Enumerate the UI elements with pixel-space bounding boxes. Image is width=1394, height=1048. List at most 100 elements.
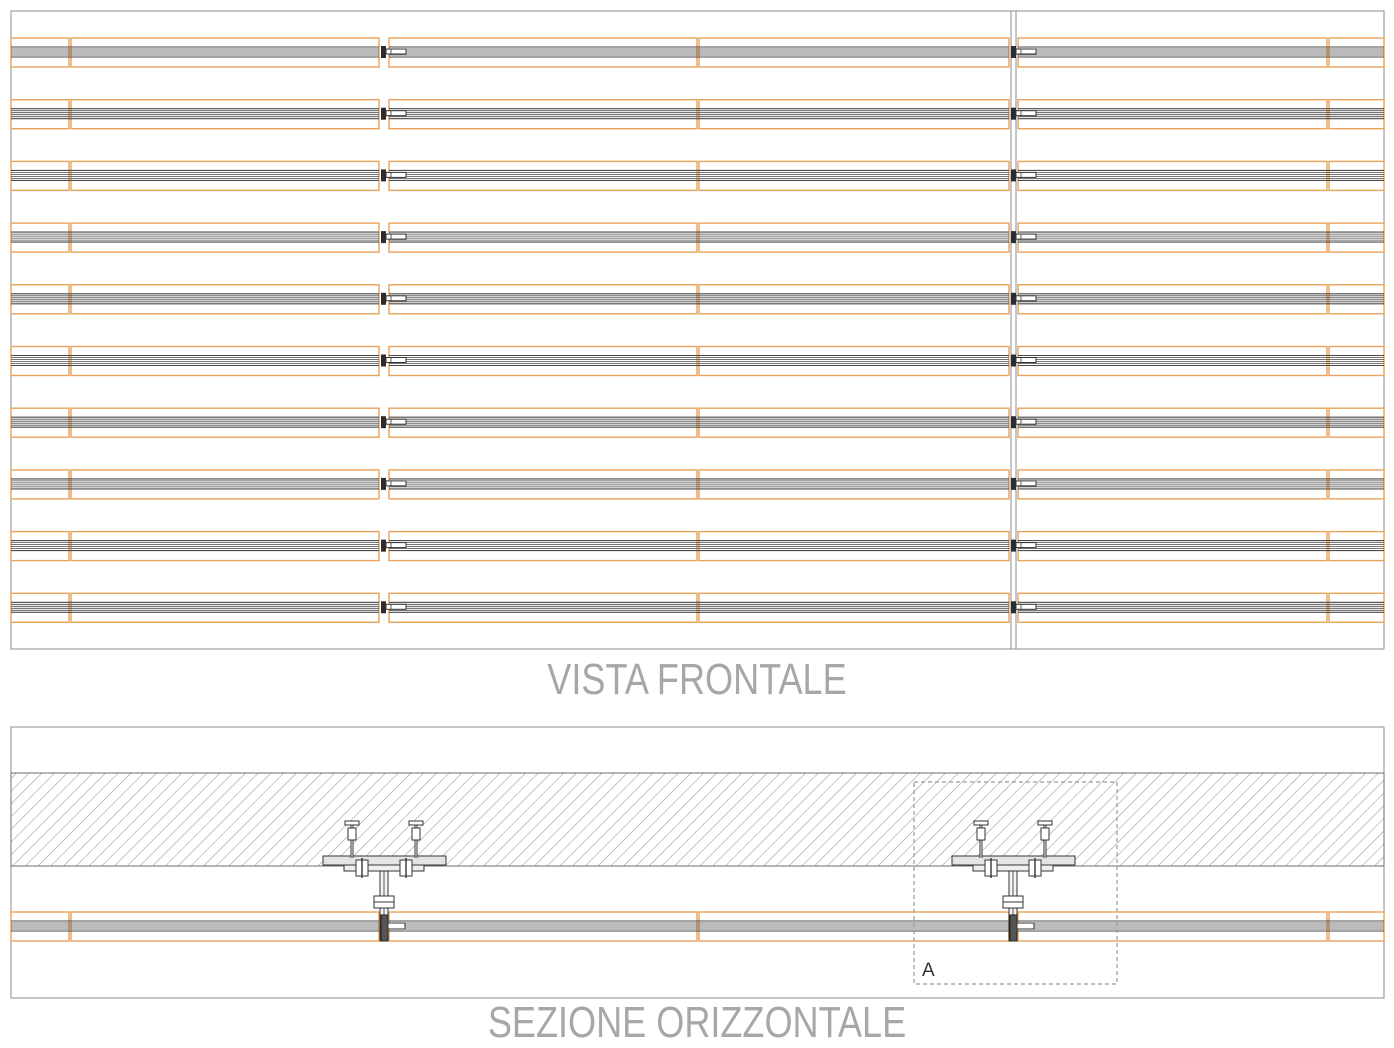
wood-board: [1328, 911, 1385, 942]
bolt-washer: [344, 820, 360, 826]
anchor-bolt: [408, 820, 424, 858]
wood-board: [70, 469, 380, 500]
wood-board: [698, 160, 1010, 192]
wood-board: [698, 407, 1010, 438]
wood-board: [698, 284, 1010, 315]
wood-board: [1017, 911, 1328, 942]
wood-board: [70, 345, 380, 377]
clip-body: [381, 539, 386, 552]
clip-tab: [385, 542, 407, 549]
bracket-base-plate: [951, 855, 1076, 866]
clip-tab: [1015, 480, 1037, 487]
clip-tab: [385, 357, 407, 363]
wood-board: [1017, 37, 1328, 68]
connector-clip: [381, 46, 407, 58]
wood-board: [1017, 345, 1328, 377]
front-view-elevation: [10, 10, 1385, 650]
detail-callout-label: A: [922, 960, 935, 981]
wood-board: [1328, 222, 1385, 253]
connector-clip: [381, 601, 407, 614]
clip-body: [1011, 539, 1016, 552]
anchor-bolt: [344, 820, 360, 858]
clip-body: [1011, 46, 1016, 58]
bolt-washer: [1037, 820, 1053, 826]
clip-body: [381, 416, 386, 429]
slat-row: [10, 284, 1385, 315]
slat-row: [10, 592, 1385, 623]
wood-board: [388, 345, 698, 377]
wood-board: [698, 222, 1010, 253]
wood-board: [698, 530, 1010, 562]
slat-row: [10, 911, 1385, 942]
wood-board: [698, 37, 1010, 68]
slat-clip-tab: [1016, 922, 1035, 930]
wood-board: [70, 222, 380, 253]
wood-board: [388, 222, 698, 253]
wood-board: [1017, 407, 1328, 438]
wood-board: [1017, 222, 1328, 253]
slat-row: [10, 222, 1385, 253]
connector-clip: [1011, 477, 1037, 490]
wood-board: [70, 284, 380, 315]
connector-clip: [1011, 601, 1037, 614]
connector-clip: [381, 107, 407, 120]
wood-board: [698, 592, 1010, 623]
slat-clip: [380, 914, 389, 942]
wood-board: [1328, 37, 1385, 68]
wood-board: [698, 98, 1010, 130]
clip-tab: [1015, 542, 1037, 549]
wood-board: [1328, 98, 1385, 130]
connector-clip: [381, 354, 407, 367]
connector-clip: [381, 416, 407, 429]
wood-board: [70, 37, 380, 68]
wood-board: [1328, 530, 1385, 562]
detail-callout-box: [913, 781, 1118, 985]
slat-row: [10, 469, 1385, 500]
clip-tab: [1015, 603, 1037, 610]
wood-board: [1017, 530, 1328, 562]
slat-row: [10, 98, 1385, 130]
clip-tab: [385, 603, 407, 610]
wood-board: [388, 407, 698, 438]
bolt-nut: [976, 827, 986, 841]
wood-board: [10, 345, 70, 377]
wood-board: [1328, 592, 1385, 623]
wood-board: [698, 345, 1010, 377]
hatched-wall: [10, 772, 1385, 867]
connector-clip: [1011, 46, 1037, 58]
wood-board: [1328, 407, 1385, 438]
clip-body: [381, 354, 386, 367]
slat-row: [10, 37, 1385, 68]
wood-board: [1328, 345, 1385, 377]
mounting-bracket: [951, 820, 1076, 942]
wood-board: [388, 911, 698, 942]
clip-tab: [385, 171, 407, 178]
mounting-bracket: [322, 820, 447, 942]
wood-board: [70, 530, 380, 562]
clip-body: [1011, 601, 1016, 614]
clip-tab: [1015, 110, 1037, 117]
clip-body: [1011, 169, 1016, 182]
wood-board: [388, 37, 698, 68]
clip-tab: [385, 418, 407, 425]
clip-body: [381, 477, 386, 490]
wood-board: [1328, 160, 1385, 192]
wood-board: [388, 530, 698, 562]
clip-body: [381, 107, 386, 120]
slat-row: [10, 345, 1385, 377]
connector-clip: [1011, 292, 1037, 305]
wood-board: [10, 530, 70, 562]
connector-clip: [1011, 169, 1037, 182]
wood-board: [698, 911, 1010, 942]
slat-row: [10, 530, 1385, 562]
wood-board: [388, 469, 698, 500]
connector-clip: [381, 292, 407, 305]
wood-board: [1017, 592, 1328, 623]
wood-board: [1017, 160, 1328, 192]
wood-board: [10, 407, 70, 438]
wood-board: [388, 284, 698, 315]
wood-board: [70, 911, 380, 942]
wood-board: [10, 37, 70, 68]
clip-body: [1011, 477, 1016, 490]
connector-clip: [1011, 231, 1037, 244]
